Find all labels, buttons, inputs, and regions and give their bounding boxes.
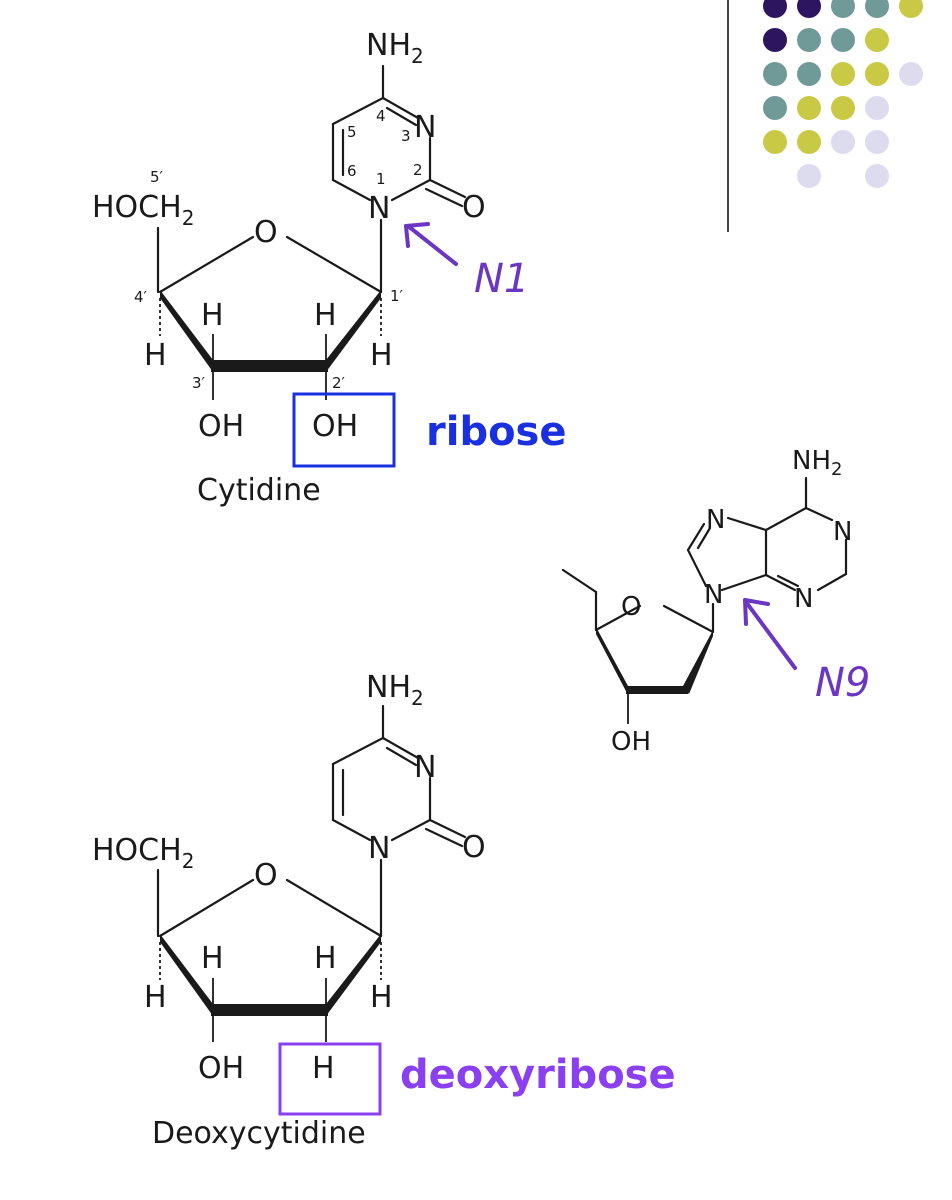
amino-group: NH2 <box>366 670 424 710</box>
atom-n1: N <box>368 831 390 866</box>
n9-annotation: N9 <box>743 598 870 706</box>
hydroxyl-3prime: OH <box>198 1051 244 1086</box>
n1-annotation: N1 <box>404 222 529 302</box>
n1-handwritten-label: N1 <box>474 256 529 302</box>
decorative-dot <box>797 96 821 120</box>
atom-carbonyl-o: O <box>462 830 486 865</box>
sugar-number-3prime: 3′ <box>192 374 206 392</box>
amino-group: NH2 <box>792 446 842 480</box>
decorative-dot <box>865 164 889 188</box>
sugar-number-2prime: 2′ <box>332 374 346 392</box>
decorative-dot <box>865 0 889 18</box>
atom-h: H <box>201 941 224 976</box>
decorative-dot <box>797 28 821 52</box>
cytidine-caption: Cytidine <box>197 473 321 508</box>
ring-number-2: 2 <box>413 161 423 179</box>
atom-ring-o: O <box>254 858 278 893</box>
atom-h: H <box>314 941 337 976</box>
decorative-dot <box>865 96 889 120</box>
deoxycytidine-caption: Deoxycytidine <box>152 1116 366 1151</box>
decorative-dot <box>797 130 821 154</box>
ribose-label: ribose <box>426 409 567 455</box>
hydrogen-2prime: H <box>312 1051 335 1086</box>
decorative-dot <box>763 130 787 154</box>
ribose-highlight-box <box>292 392 396 468</box>
decorative-dot <box>831 0 855 18</box>
atom-n3: N <box>794 584 813 614</box>
ring-number-5: 5 <box>347 123 357 141</box>
adenosine-structure: O N N N N NH2 OH <box>561 446 852 757</box>
atom-h: H <box>314 298 337 333</box>
amino-group: NH2 <box>366 28 424 68</box>
atom-h: H <box>370 980 393 1015</box>
decorative-dot <box>899 62 923 86</box>
decorative-dot <box>831 96 855 120</box>
atom-ring-o: O <box>254 215 278 250</box>
atom-n3: N <box>414 750 436 785</box>
hoch2-group: HOCH2 <box>92 833 194 873</box>
decorative-dot <box>763 0 787 18</box>
decorative-dot <box>797 62 821 86</box>
decorative-dot <box>899 0 923 18</box>
atom-n3: N <box>414 110 436 145</box>
decorative-dot <box>865 62 889 86</box>
atom-h: H <box>370 338 393 373</box>
sugar-number-4prime: 4′ <box>134 288 148 306</box>
atom-carbonyl-o: O <box>462 190 486 225</box>
decorative-dot <box>763 96 787 120</box>
atom-ring-o: O <box>621 592 641 622</box>
hydroxyl-3prime: OH <box>611 727 651 757</box>
atom-h: H <box>144 980 167 1015</box>
decorative-dot <box>831 130 855 154</box>
cytidine-structure: NH2 N N O O HOCH2 H H H H OH OH 1 2 3 4 … <box>92 28 486 508</box>
sugar-number-1prime: 1′ <box>390 287 404 305</box>
hydroxyl-3prime: OH <box>198 409 244 444</box>
decorative-dot <box>865 28 889 52</box>
deoxyribose-label: deoxyribose <box>400 1052 676 1098</box>
sugar-number-5prime: 5′ <box>150 168 164 186</box>
decorative-dot <box>831 62 855 86</box>
deoxyribose-highlight-box <box>278 1042 382 1116</box>
hydroxyl-2prime: OH <box>312 409 358 444</box>
ring-number-1: 1 <box>376 170 386 188</box>
atom-n7: N <box>706 505 725 535</box>
deoxycytidine-structure: NH2 N N O O HOCH2 H H H H OH H Deoxycyti… <box>92 670 486 1151</box>
decorative-dot <box>797 0 821 18</box>
atom-n1: N <box>833 517 852 547</box>
atom-h: H <box>144 338 167 373</box>
ring-number-6: 6 <box>347 162 357 180</box>
decorative-dot <box>797 164 821 188</box>
atom-n9: N <box>704 580 723 610</box>
decorative-dot <box>831 28 855 52</box>
atom-h: H <box>201 298 224 333</box>
n9-handwritten-label: N9 <box>815 660 870 706</box>
decorative-dot <box>763 28 787 52</box>
hoch2-group: HOCH2 <box>92 190 194 230</box>
atom-n1: N <box>368 191 390 226</box>
decorative-dot <box>865 130 889 154</box>
ring-number-4: 4 <box>376 107 386 125</box>
decorative-dot-grid <box>763 0 923 188</box>
ring-number-3: 3 <box>401 127 411 145</box>
decorative-dot <box>763 62 787 86</box>
